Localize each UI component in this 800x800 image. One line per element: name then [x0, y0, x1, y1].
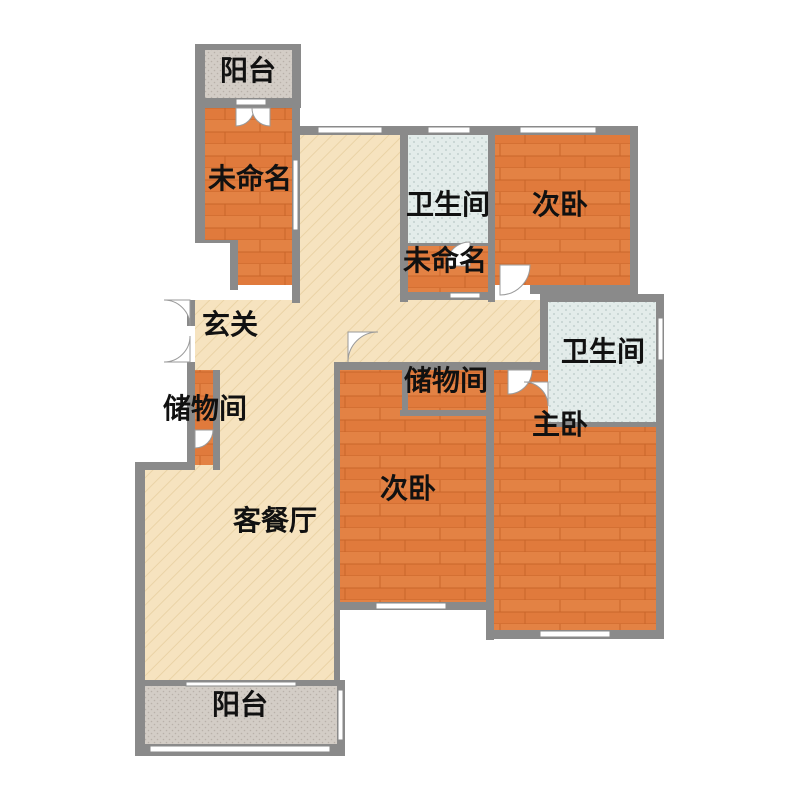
room-bedroom-top-right [495, 135, 630, 285]
label-bedroom-center: 次卧 [380, 472, 436, 505]
label-balcony-top: 阳台 [220, 54, 276, 87]
room-unnamed-top [205, 108, 292, 285]
room-bathroom-top [408, 135, 488, 243]
room-balcony-top [205, 50, 292, 98]
label-storage-left: 储物间 [163, 392, 247, 425]
label-unnamed-mid: 未命名 [403, 244, 487, 277]
room-labels: 阳台 未命名 卫生间 次卧 未命名 玄关 卫生间 储物间 储物间 主卧 次卧 客… [163, 54, 645, 721]
label-entrance: 玄关 [202, 308, 258, 341]
label-bathroom-top: 卫生间 [406, 188, 490, 221]
room-bedroom-center [340, 370, 486, 602]
balconies [145, 50, 337, 744]
room-balcony-bottom [145, 686, 337, 744]
label-bathroom-right: 卫生间 [561, 335, 645, 368]
label-balcony-bottom: 阳台 [212, 688, 268, 721]
label-living-dining: 客餐厅 [233, 504, 317, 537]
door-swings [163, 107, 549, 449]
label-storage-center: 储物间 [404, 364, 488, 397]
label-bedroom-top-right: 次卧 [532, 188, 588, 221]
label-master-bedroom: 主卧 [532, 408, 588, 441]
tile-rooms [408, 135, 656, 422]
common-area [145, 135, 540, 680]
label-unnamed-top: 未命名 [208, 162, 292, 195]
windows [149, 98, 664, 753]
room-bathroom-right [548, 302, 656, 422]
